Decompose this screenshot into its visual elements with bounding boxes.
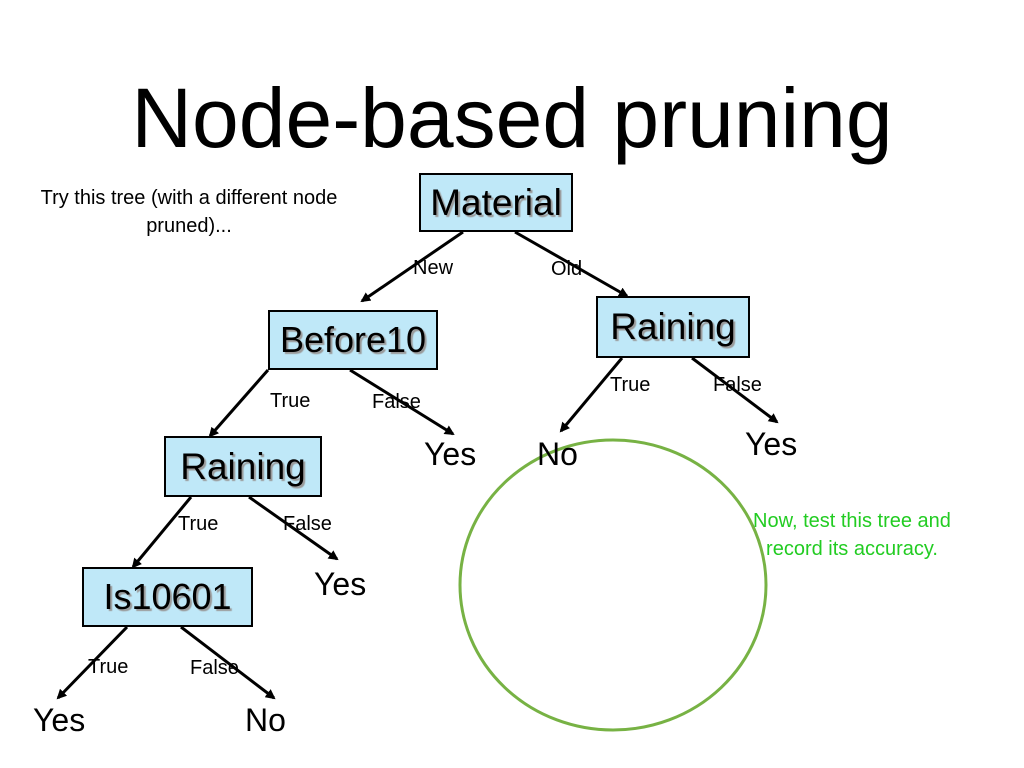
edge-label-is10601-false: False	[190, 657, 239, 679]
node-raining-left: Raining	[164, 436, 322, 497]
edge-before10-true	[208, 369, 270, 438]
edge-label-raining-left-false: False	[283, 513, 332, 535]
leaf-yes-raining-right-false: Yes	[745, 426, 798, 462]
edge-is10601-false	[180, 625, 276, 700]
edge-material-new	[360, 230, 464, 303]
note-test-accuracy: Now, test this tree and record its accur…	[753, 510, 951, 560]
edge-label-raining-right-false: False	[713, 374, 762, 396]
leaf-yes-raining-left-false: Yes	[314, 566, 367, 602]
note-try-tree: Try this tree (with a different node pru…	[40, 187, 338, 237]
edge-raining-left-false	[248, 495, 339, 561]
node-raining-right: Raining	[596, 296, 750, 358]
leaf-no-is10601-false: No	[245, 702, 286, 738]
edge-is10601-true	[56, 625, 129, 700]
leaf-yes-is10601-true: Yes	[33, 702, 86, 738]
edge-before10-false	[349, 368, 455, 436]
edge-label-before10-false: False	[372, 391, 421, 413]
edge-label-old: Old	[551, 258, 583, 280]
edge-label-is10601-true: True	[88, 656, 129, 678]
edge-raining-right-true	[559, 357, 624, 433]
edge-label-before10-true: True	[270, 390, 311, 412]
leaf-yes-before10-false: Yes	[424, 436, 477, 472]
edge-material-old	[514, 230, 629, 298]
pruned-subtree-circle	[458, 438, 768, 732]
edge-raining-left-true	[131, 496, 193, 569]
edge-label-raining-left-true: True	[178, 513, 219, 535]
slide-title: Node-based pruning	[131, 71, 893, 165]
node-before10: Before10	[268, 310, 438, 370]
leaf-no-raining-right-true: No	[537, 436, 578, 472]
edge-raining-right-false	[691, 356, 779, 424]
edge-label-raining-right-true: True	[610, 374, 651, 396]
node-material: Material	[419, 173, 573, 232]
node-is10601: Is10601	[82, 567, 253, 627]
edge-label-new: New	[413, 257, 454, 279]
